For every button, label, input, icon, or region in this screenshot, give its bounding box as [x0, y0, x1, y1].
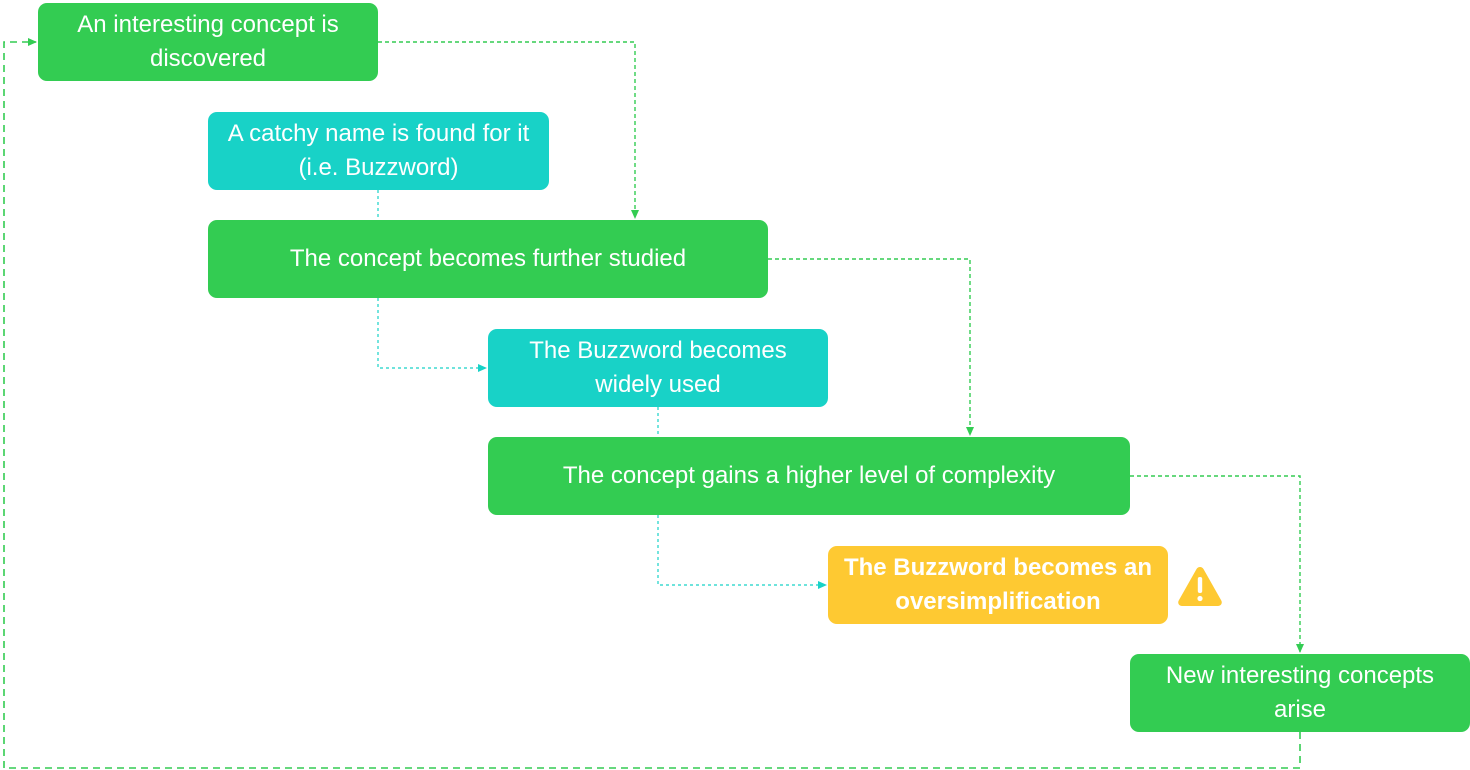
- node-new-concepts: New interesting concepts arise: [1130, 654, 1470, 732]
- node-catchy-name-label: A catchy name is found for it (i.e. Buzz…: [227, 120, 530, 181]
- node-oversimplification-label: The Buzzword becomes an oversimplificati…: [843, 554, 1153, 615]
- node-further-studied-label: The concept becomes further studied: [289, 245, 687, 272]
- node-concept-discovered-label: An interesting concept is discovered: [77, 11, 339, 72]
- node-new-concepts-label: New interesting concepts arise: [1165, 662, 1435, 723]
- node-widely-used-label: The Buzzword becomes widely used: [529, 337, 787, 398]
- warning-triangle-icon: [1176, 564, 1224, 608]
- node-oversimplification: The Buzzword becomes an oversimplificati…: [828, 546, 1168, 624]
- node-higher-complexity-label: The concept gains a higher level of comp…: [562, 462, 1056, 489]
- node-concept-discovered: An interesting concept is discovered: [38, 3, 378, 81]
- node-higher-complexity: The concept gains a higher level of comp…: [488, 437, 1130, 515]
- node-catchy-name: A catchy name is found for it (i.e. Buzz…: [208, 112, 549, 190]
- node-widely-used: The Buzzword becomes widely used: [488, 329, 828, 407]
- node-further-studied: The concept becomes further studied: [208, 220, 768, 298]
